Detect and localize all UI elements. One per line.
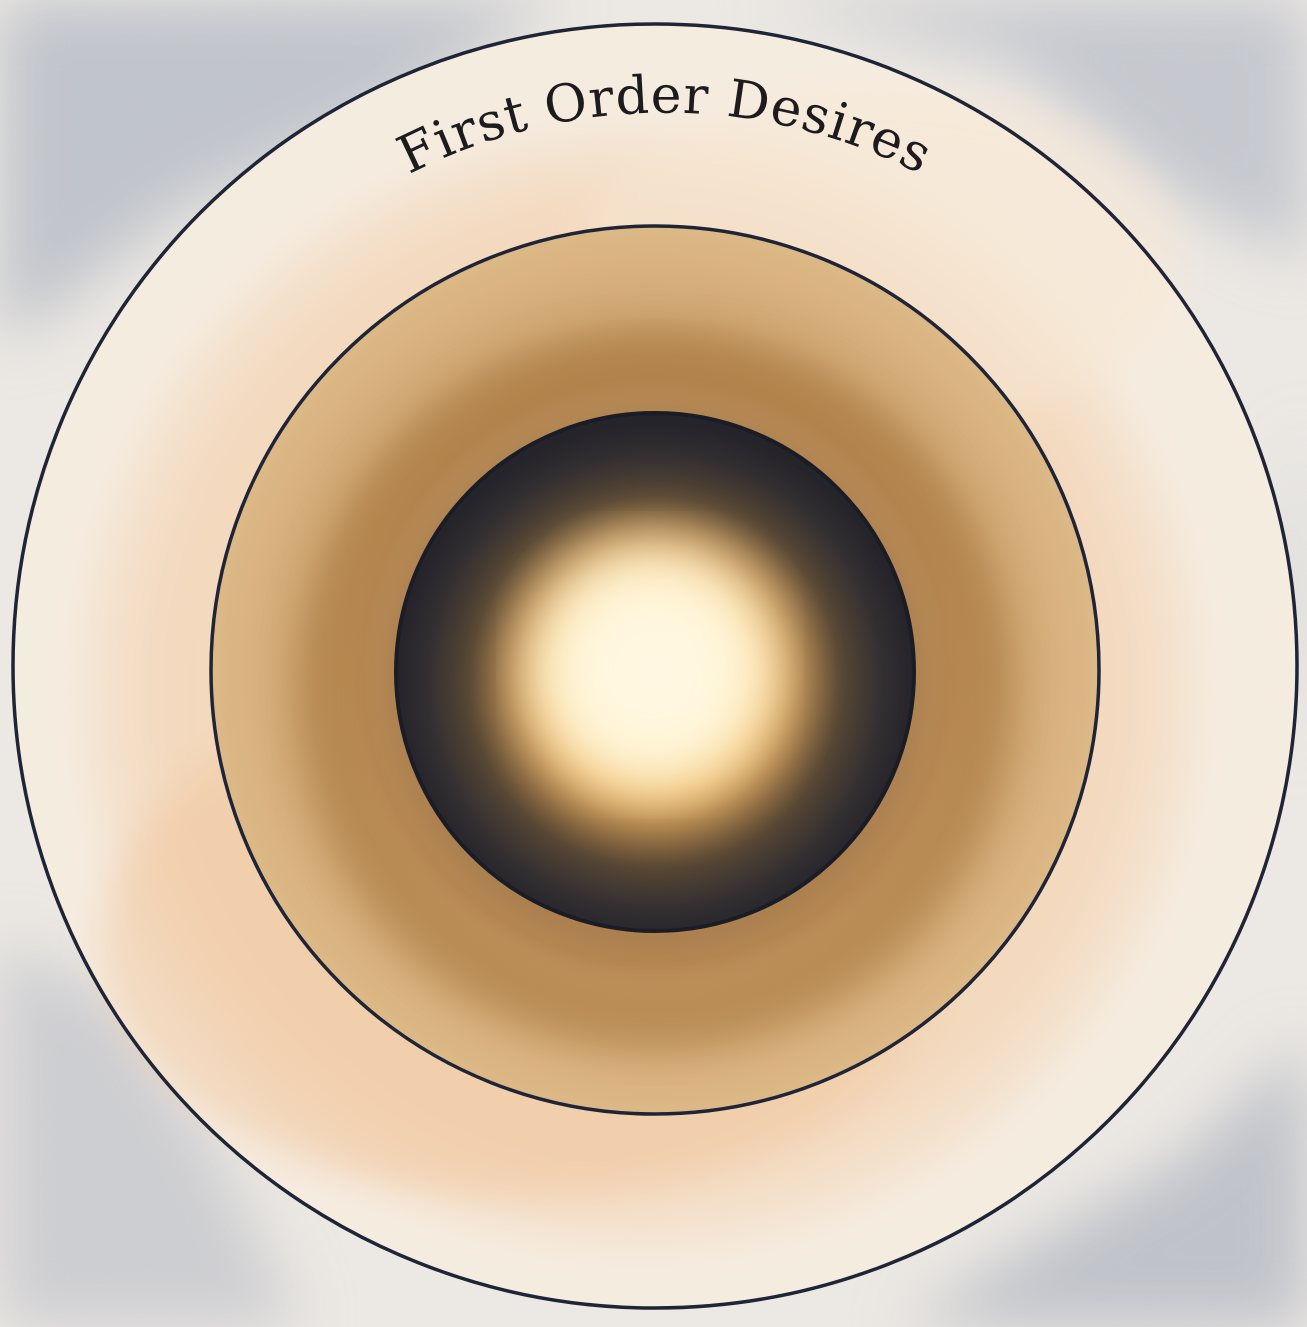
core-highlight — [540, 555, 760, 775]
